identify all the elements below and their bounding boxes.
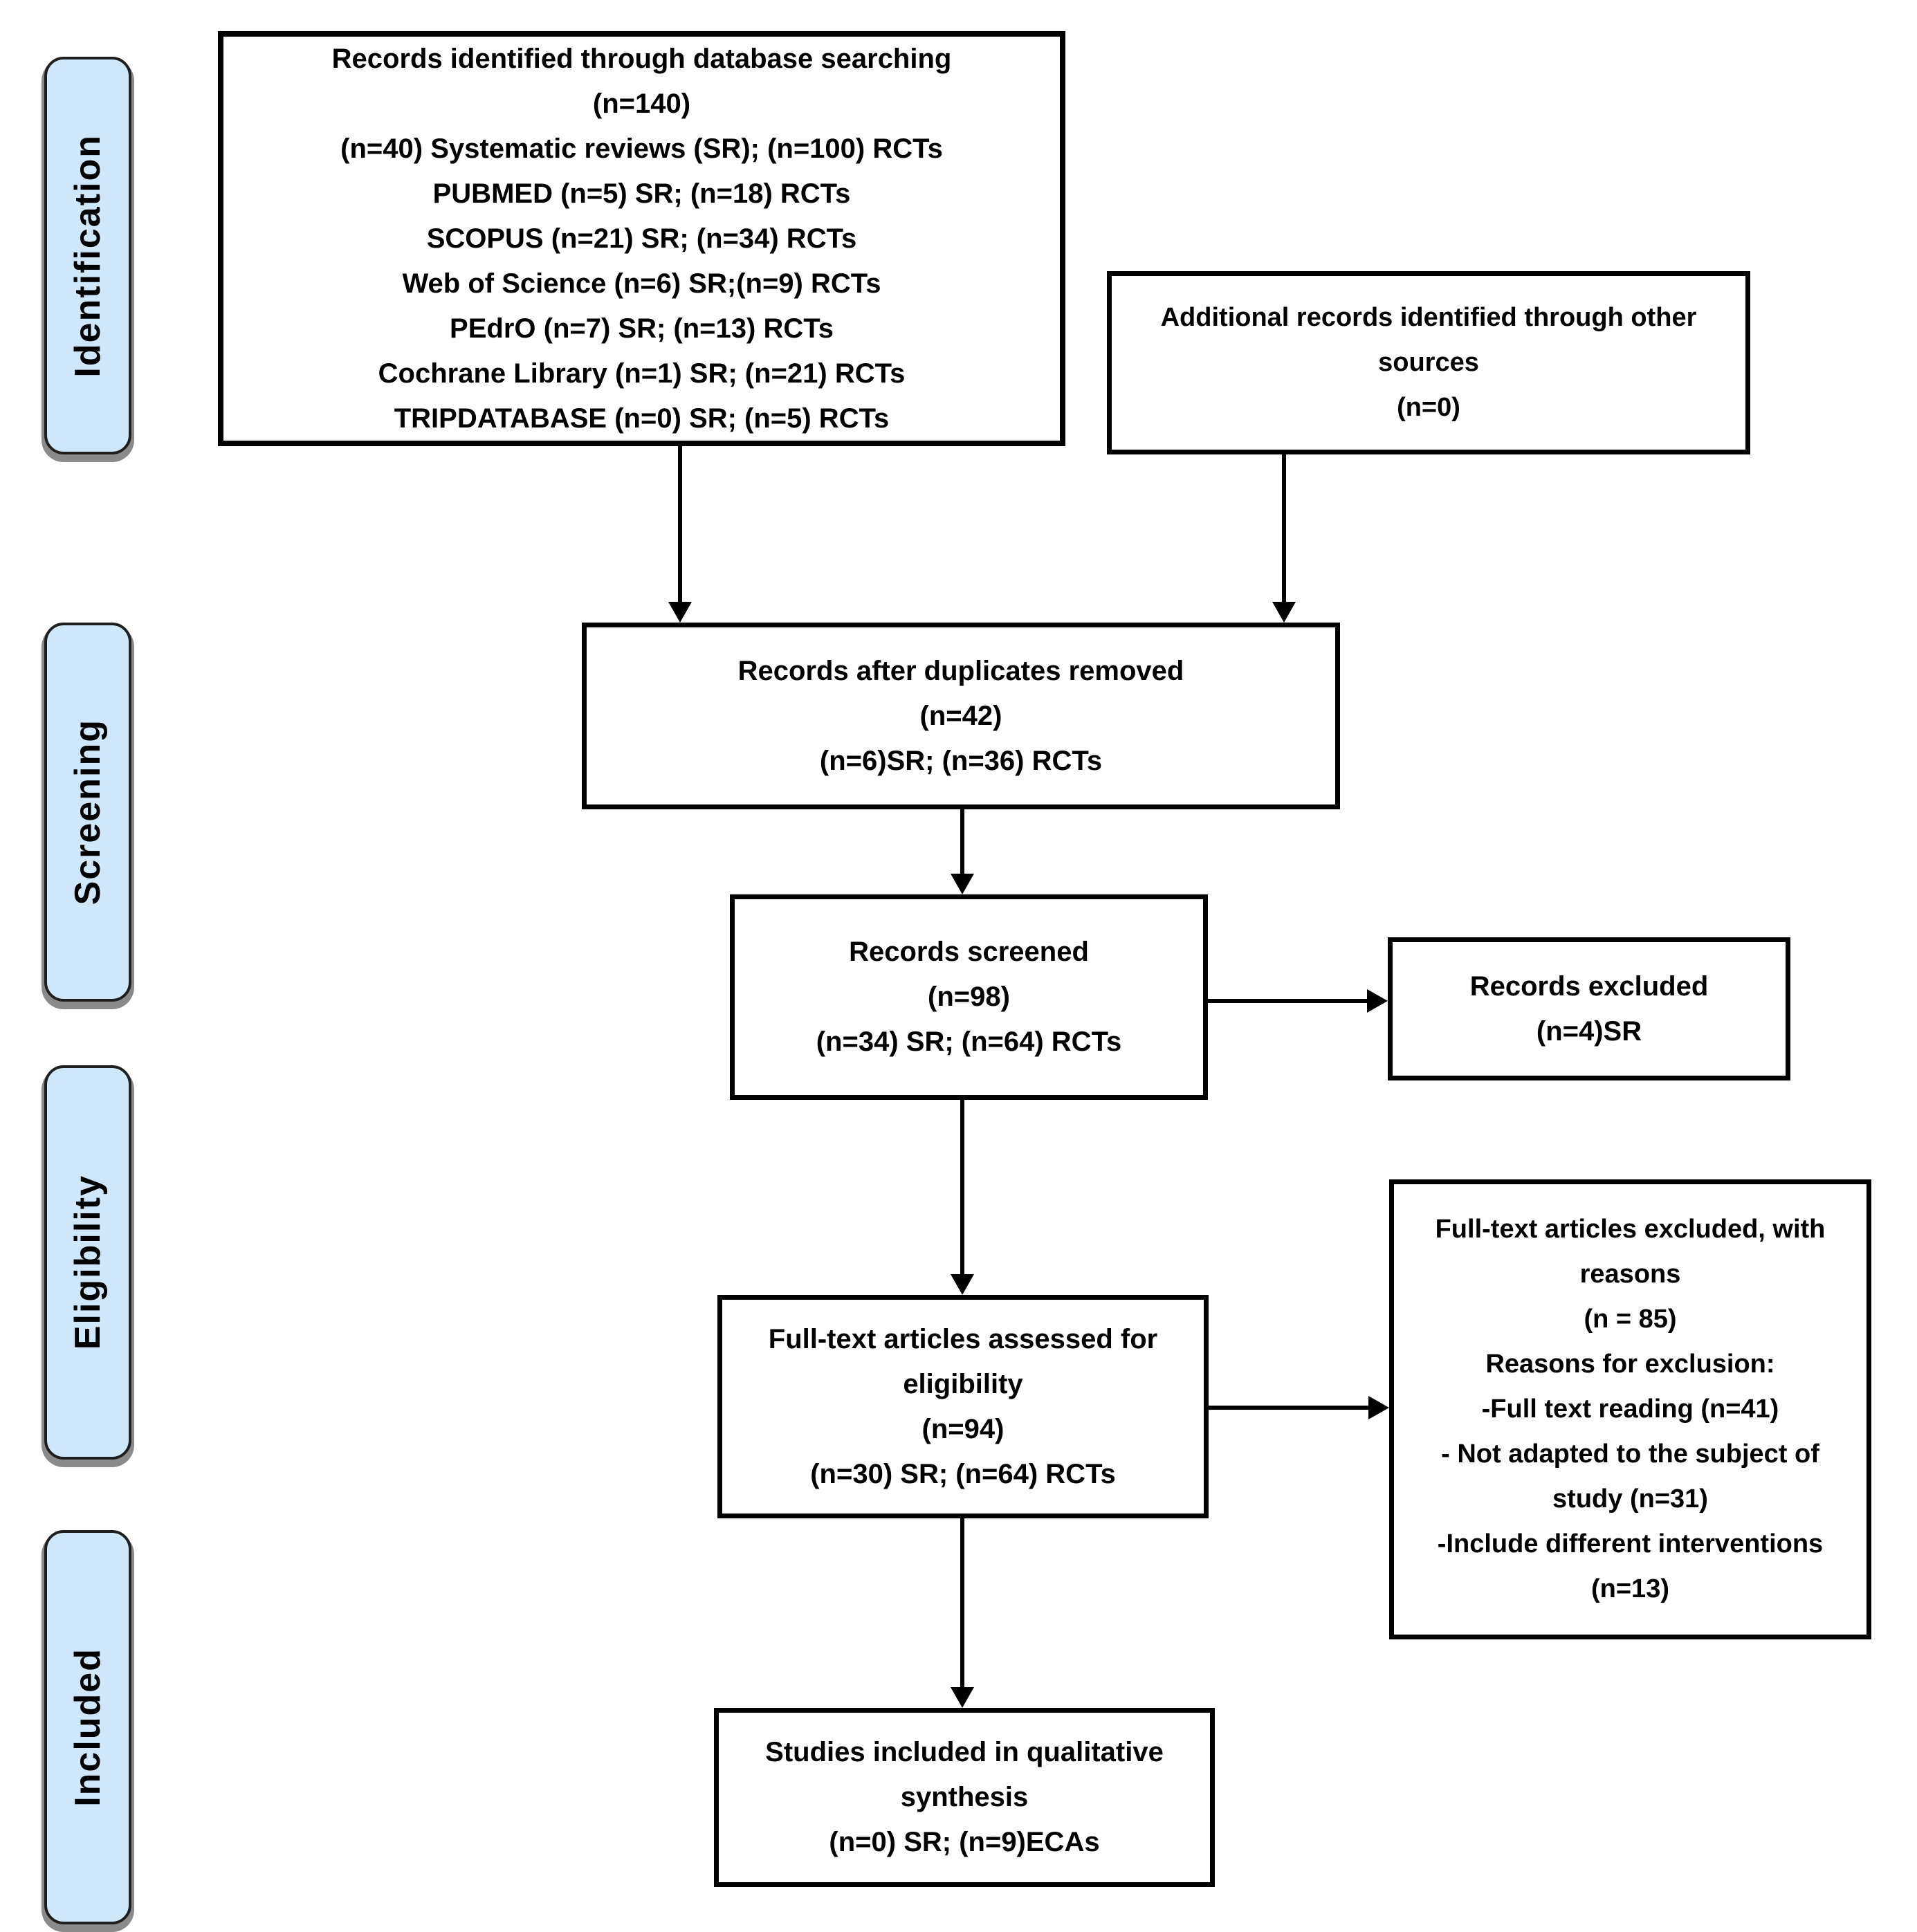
box-additional-records: Additional records identified through ot… [1107,271,1750,454]
text-line: (n=40) Systematic reviews (SR); (n=100) … [340,133,943,164]
text-line: Full-text articles assessed for [768,1323,1158,1354]
text-line: (n=30) SR; (n=64) RCTs [810,1458,1116,1489]
arrow-head-down-icon [951,1687,974,1708]
text-line: (n=140) [592,88,691,119]
text-line: PEdrO (n=7) SR; (n=13) RCTs [450,313,834,344]
stage-label-text: Identification [68,134,108,378]
arrow-head-right-icon [1368,1396,1389,1419]
arrow-stem [1208,999,1367,1003]
text-line: (n=94) [921,1413,1005,1444]
box-fulltext-assessed: Full-text articles assessed for eligibili… [717,1295,1209,1518]
text-line: -Full text reading (n=41) [1481,1395,1779,1424]
box-records-excluded: Records excluded (n=4)SR [1388,937,1790,1080]
text-line: (n = 85) [1584,1305,1677,1334]
arrow-head-down-icon [1272,602,1296,623]
stage-label-text: Eligibility [68,1175,108,1350]
box-qualitative-synthesis: Studies included in qualitative synthesis… [714,1708,1215,1887]
arrow-screened-to-excluded [1208,989,1388,1013]
arrow-stem [678,446,682,602]
arrow-head-down-icon [668,602,692,623]
text-line: Web of Science (n=6) SR;(n=9) RCTs [402,268,881,299]
arrow-stem [1209,1406,1368,1410]
stage-label-included: Included [44,1530,131,1924]
text-line: (n=0) [1397,393,1460,422]
arrow-fulltext-to-excluded [1209,1396,1389,1419]
box-fulltext-excluded: Full-text articles excluded, with reasons… [1389,1179,1871,1639]
text-line: reasons [1579,1260,1681,1289]
text-line: Studies included in qualitative [765,1737,1164,1767]
text-line: Records excluded [1469,970,1709,1002]
text-line: Reasons for exclusion: [1485,1350,1775,1379]
arrow-head-down-icon [951,1274,974,1295]
text-line: (n=6)SR; (n=36) RCTs [819,745,1103,776]
arrow-screened-to-fulltext [951,1100,974,1295]
stage-label-eligibility: Eligibility [44,1065,131,1460]
text-line: (n=0) SR; (n=9)ECAs [829,1827,1100,1857]
arrow-stem [1282,454,1286,602]
text-line: TRIPDATABASE (n=0) SR; (n=5) RCTs [394,403,890,434]
box-records-screened: Records screened (n=98) (n=34) SR; (n=64) … [730,894,1208,1100]
text-line: (n=98) [928,982,1010,1012]
text-line: (n=13) [1591,1574,1669,1603]
stage-label-identification: Identification [44,57,131,454]
stage-label-screening: Screening [44,623,131,1002]
box-records-identified: Records identified through database sear… [218,31,1065,446]
arrow-stem [960,1518,964,1687]
text-line: synthesis [900,1782,1029,1812]
arrow-head-down-icon [951,874,974,894]
arrow-stem [960,809,964,874]
box-after-duplicates-removed: Records after duplicates removed (n=42) (n… [582,623,1340,809]
text-line: study (n=31) [1552,1484,1708,1514]
arrow-duplicates-to-screened [951,809,974,894]
arrow-head-right-icon [1367,989,1388,1013]
arrow-identified-to-duplicates [668,446,692,623]
text-line: (n=4)SR [1536,1015,1642,1047]
text-line: Records identified through database sear… [331,43,952,74]
text-line: (n=34) SR; (n=64) RCTs [816,1027,1122,1057]
text-line: - Not adapted to the subject of [1441,1439,1819,1469]
text-line: -Include different interventions [1437,1529,1824,1558]
text-line: sources [1378,348,1479,377]
text-line: Additional records identified through ot… [1160,303,1697,332]
stage-label-text: Screening [68,719,108,905]
text-line: eligibility [903,1368,1023,1399]
text-line: Cochrane Library (n=1) SR; (n=21) RCTs [378,358,906,389]
text-line: Full-text articles excluded, with [1435,1215,1826,1244]
text-line: Records after duplicates removed [737,655,1184,686]
arrow-fulltext-to-qualitative [951,1518,974,1708]
arrow-additional-to-duplicates [1272,454,1296,623]
text-line: Records screened [849,937,1089,967]
text-line: PUBMED (n=5) SR; (n=18) RCTs [432,178,851,209]
arrow-stem [960,1100,964,1274]
text-line: SCOPUS (n=21) SR; (n=34) RCTs [426,223,857,254]
text-line: (n=42) [919,700,1002,731]
stage-label-text: Included [68,1648,108,1807]
